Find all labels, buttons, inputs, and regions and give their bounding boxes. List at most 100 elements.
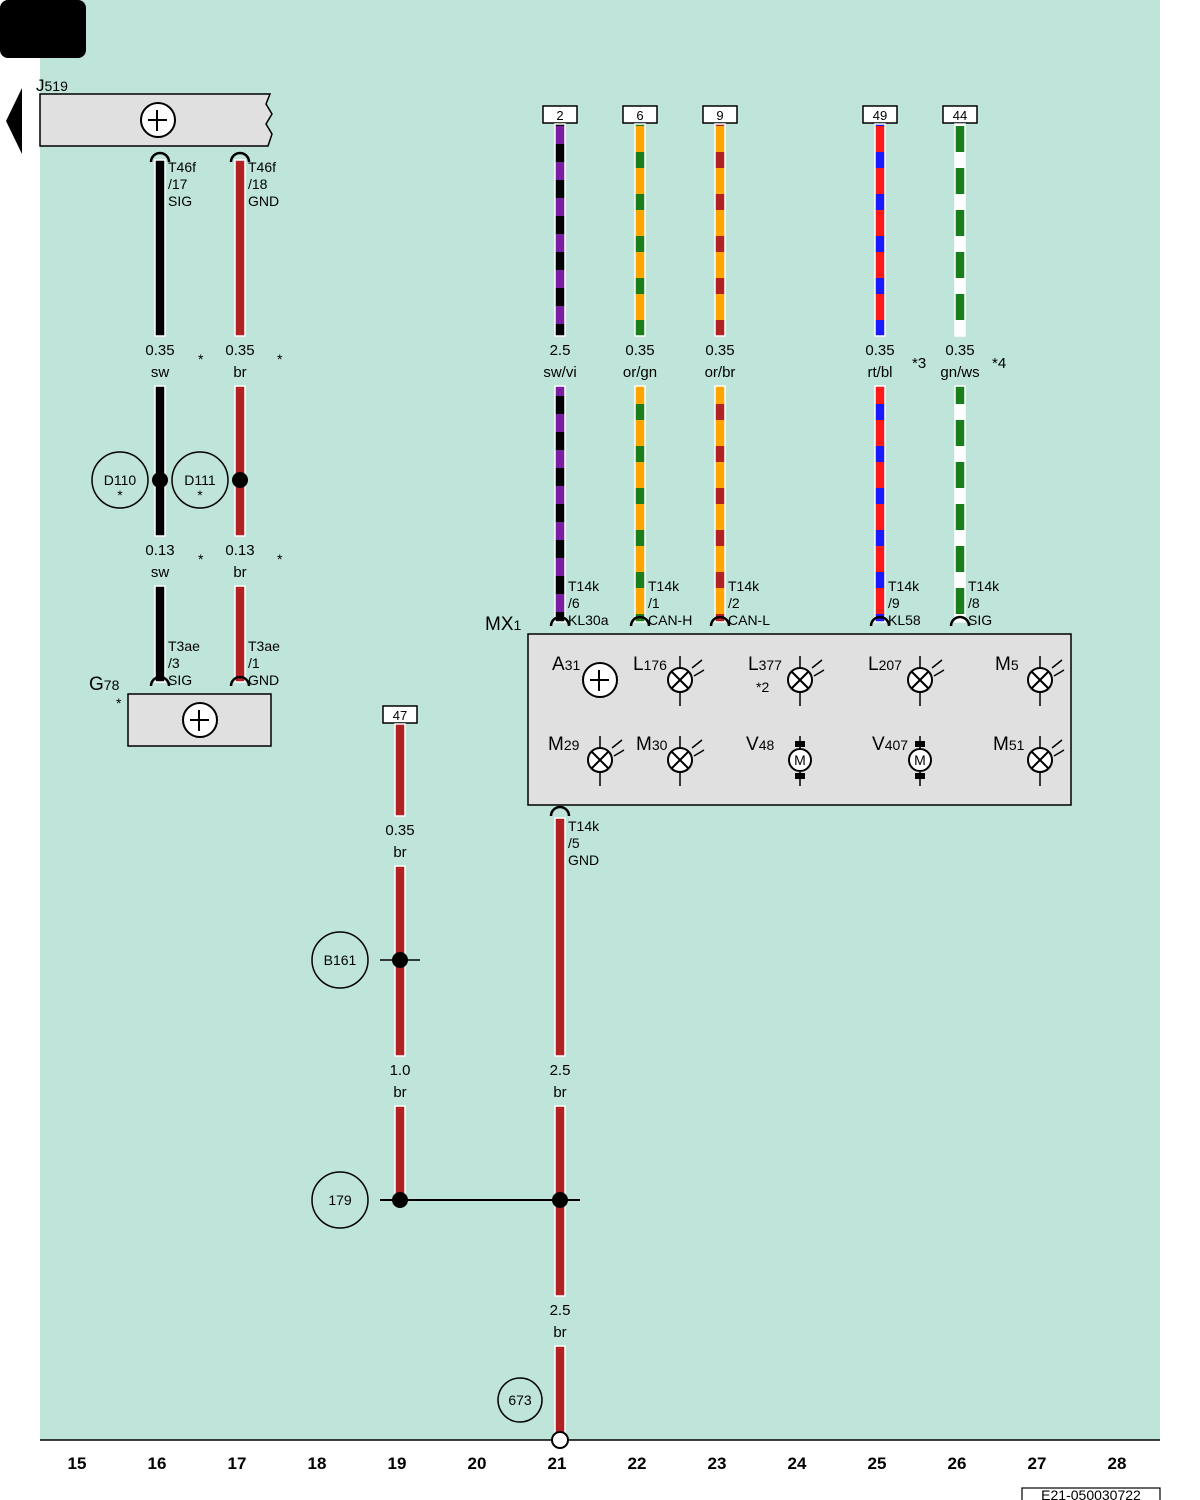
svg-text:GND: GND [248, 672, 279, 688]
svg-text:*4: *4 [992, 355, 1006, 372]
svg-text:L377: L377 [748, 654, 782, 675]
component-g78: G78 * [89, 674, 272, 747]
svg-text:2: 2 [556, 108, 563, 123]
axis-label: 28 [1108, 1454, 1127, 1473]
svg-text:/5: /5 [568, 835, 580, 851]
svg-text:2.5: 2.5 [550, 1062, 571, 1079]
component-j519: J519 [36, 76, 273, 147]
svg-text:M29: M29 [548, 734, 580, 755]
connector-t14k-1: T14k /1 CAN-H [648, 578, 692, 628]
svg-text:B161: B161 [324, 952, 357, 968]
svg-text:*: * [277, 351, 283, 367]
splice-d110: D110 * [91, 451, 168, 509]
svg-text:T3ae: T3ae [168, 638, 200, 654]
component-m5: M5 [995, 654, 1065, 706]
svg-text:or/br: or/br [705, 364, 736, 381]
svg-text:T14k: T14k [568, 818, 600, 834]
component-m29: M29 [548, 734, 625, 786]
svg-text:br: br [393, 1084, 406, 1101]
svg-text:E21-050030722: E21-050030722 [1041, 1487, 1141, 1500]
svg-text:0.13: 0.13 [225, 542, 254, 559]
splice-d111: D111 * [171, 451, 248, 509]
wire-label-23: 0.35 or/br [705, 342, 736, 381]
svg-text:0.35: 0.35 [145, 342, 174, 359]
splice-673: 673 [497, 1377, 543, 1423]
wire-label-16a: 0.35 sw * [145, 342, 204, 381]
axis-label: 18 [308, 1454, 327, 1473]
drawing-id: E21-050030722 [1021, 1487, 1161, 1500]
svg-text:/17: /17 [168, 176, 188, 192]
axis-label: 23 [708, 1454, 727, 1473]
component-l176: L176 [633, 654, 705, 706]
ref-9: 9 [702, 105, 738, 124]
svg-text:G78: G78 [89, 674, 120, 695]
svg-text:44: 44 [953, 108, 967, 123]
svg-text:0.35: 0.35 [225, 342, 254, 359]
connector-t14k-2: T14k /2 CAN-L [728, 578, 770, 628]
svg-text:T46f: T46f [248, 159, 276, 175]
svg-text:sw: sw [151, 564, 170, 581]
axis-label: 25 [868, 1454, 887, 1473]
axis-label: 26 [948, 1454, 967, 1473]
axis-label: 27 [1028, 1454, 1047, 1473]
svg-text:SIG: SIG [968, 612, 992, 628]
svg-text:gn/ws: gn/ws [940, 364, 979, 381]
svg-text:L176: L176 [633, 654, 667, 675]
wire-label-21b: 2.5 br [550, 1062, 571, 1101]
svg-text:0.35: 0.35 [705, 342, 734, 359]
axis-label: 21 [548, 1454, 567, 1473]
splice-179: 179 [311, 1171, 580, 1229]
page-tab [0, 0, 86, 58]
connector-t46f-18: T46f /18 GND [248, 159, 279, 209]
axis-label: 22 [628, 1454, 647, 1473]
svg-text:*3: *3 [912, 355, 926, 372]
component-l377: L377 *2 [748, 654, 825, 706]
ref-47: 47 [382, 705, 418, 724]
wire-label-25: 0.35 rt/bl *3 [865, 342, 926, 381]
svg-text:KL58: KL58 [888, 612, 921, 628]
axis-label: 24 [788, 1454, 807, 1473]
svg-text:br: br [553, 1324, 566, 1341]
component-m51: M51 [993, 734, 1065, 786]
svg-text:or/gn: or/gn [623, 364, 657, 381]
svg-text:/18: /18 [248, 176, 268, 192]
component-m30: M30 [636, 734, 705, 786]
component-mx1: MX1 [485, 614, 1072, 806]
svg-text:br: br [233, 564, 246, 581]
svg-text:*: * [116, 695, 122, 711]
ref-44: 44 [942, 105, 978, 124]
svg-text:T14k: T14k [728, 578, 760, 594]
svg-text:M: M [914, 752, 926, 768]
svg-text:*: * [197, 487, 203, 503]
svg-text:br: br [233, 364, 246, 381]
svg-text:*: * [198, 351, 204, 367]
svg-text:/2: /2 [728, 595, 740, 611]
component-l207: L207 [868, 654, 945, 706]
svg-text:*2: *2 [756, 679, 769, 695]
svg-text:CAN-L: CAN-L [728, 612, 770, 628]
svg-text:D111: D111 [184, 472, 216, 488]
svg-text:T14k: T14k [648, 578, 680, 594]
wire-label-19a: 0.35 br [385, 822, 414, 861]
svg-text:49: 49 [873, 108, 887, 123]
svg-text:2.5: 2.5 [550, 342, 571, 359]
svg-text:6: 6 [636, 108, 643, 123]
splice-b161: B161 [311, 931, 420, 989]
svg-text:KL30a: KL30a [568, 612, 609, 628]
svg-text:GND: GND [248, 193, 279, 209]
connector-t46f-17: T46f /17 SIG [168, 159, 196, 209]
axis-label: 19 [388, 1454, 407, 1473]
svg-text:L207: L207 [868, 654, 902, 675]
svg-text:/1: /1 [648, 595, 660, 611]
svg-text:1.0: 1.0 [390, 1062, 411, 1079]
svg-text:T46f: T46f [168, 159, 196, 175]
axis-label: 15 [68, 1454, 87, 1473]
svg-text:9: 9 [716, 108, 723, 123]
svg-text:M30: M30 [636, 734, 668, 755]
svg-text:br: br [553, 1084, 566, 1101]
svg-text:CAN-H: CAN-H [648, 612, 692, 628]
ref-2: 2 [542, 105, 578, 124]
wire-label-19b: 1.0 br [390, 1062, 411, 1101]
svg-text:*: * [277, 551, 283, 567]
